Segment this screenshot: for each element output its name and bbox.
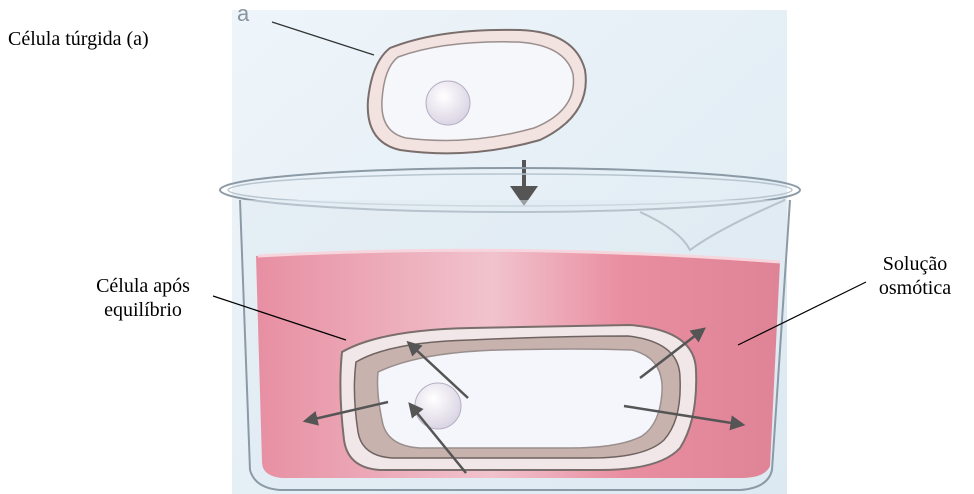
cell-after-equilibrium [340,325,696,470]
turgid-cell-nucleus [426,81,470,125]
cell-after-equilibrium-line1: Célula após [78,274,208,298]
osmotic-solution-line2: osmótica [862,276,968,300]
turgid-cell-label: Célula túrgida (a) [8,27,149,51]
cell-after-equilibrium-line2: equilíbrio [78,298,208,322]
osmotic-solution-label: Solução osmótica [862,252,968,300]
panel-letter: a [237,2,249,26]
osmotic-solution-line1: Solução [862,252,968,276]
cell-nucleus [415,383,461,429]
cell-after-equilibrium-label: Célula após equilíbrio [78,274,208,322]
